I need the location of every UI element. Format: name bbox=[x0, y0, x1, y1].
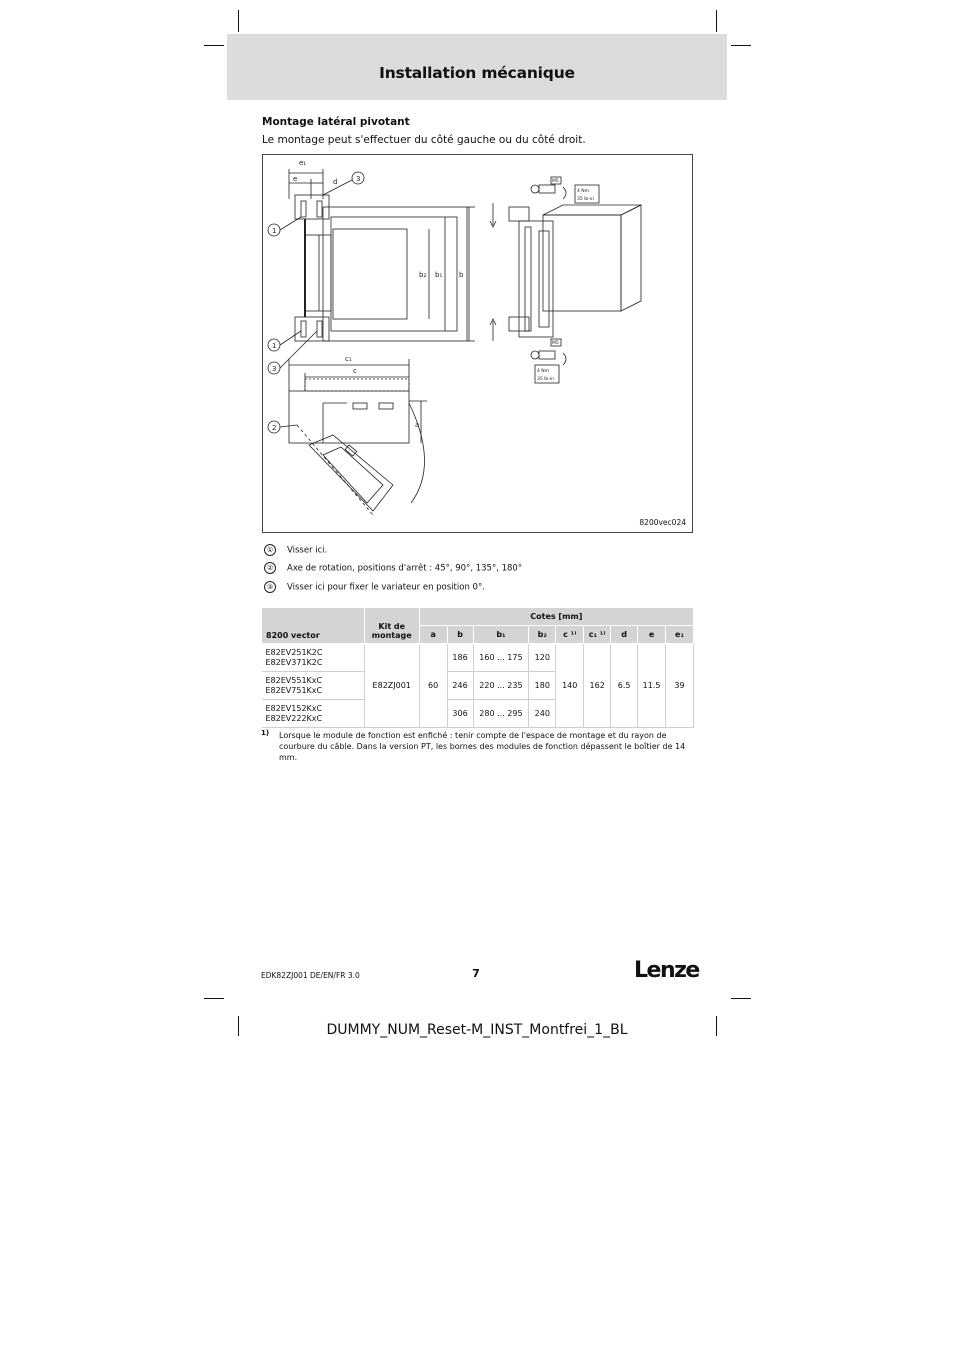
legend-number: ① bbox=[264, 544, 276, 556]
screw-size-bottom: M5 bbox=[552, 340, 559, 346]
header-model: 8200 vector bbox=[261, 607, 365, 644]
torque-lbin-bottom: 35 lb-in bbox=[537, 376, 554, 382]
top-view-body bbox=[288, 390, 410, 444]
header-b2: b₂ bbox=[528, 625, 557, 644]
callout-1-top-number: 1 bbox=[272, 227, 276, 235]
table-row: E82EV152KxC E82EV222KxC 306 280 ... 295 … bbox=[261, 699, 694, 728]
dim-c1-label: c₁ bbox=[345, 355, 352, 363]
rotation-arc bbox=[408, 402, 425, 504]
dimensions-table: 8200 vector Kit de montage Cotes [mm] a … bbox=[261, 607, 695, 728]
screw-bottom bbox=[538, 350, 556, 360]
dim-b-label: b bbox=[459, 271, 464, 279]
b-cell: 246 bbox=[446, 671, 474, 700]
header-d: d bbox=[610, 625, 639, 644]
b2-cell: 120 bbox=[528, 643, 557, 672]
screw-size-top: M5 bbox=[552, 178, 559, 184]
b1-cell: 160 ... 175 bbox=[472, 643, 530, 672]
e1-cell: 39 bbox=[665, 643, 694, 728]
brand-logo: Lenze bbox=[634, 958, 700, 983]
b1-cell: 280 ... 295 bbox=[472, 699, 530, 728]
crop-mark bbox=[204, 45, 224, 46]
header-c1: c₁ ¹⁾ bbox=[583, 625, 612, 644]
crop-mark bbox=[716, 1016, 717, 1036]
c1-cell: 162 bbox=[583, 643, 612, 728]
dim-e-label: e bbox=[293, 175, 297, 183]
c-cell: 140 bbox=[555, 643, 585, 728]
model-cell: E82EV152KxC E82EV222KxC bbox=[261, 699, 365, 728]
page-number: 7 bbox=[472, 967, 480, 980]
bottom-bracket bbox=[294, 316, 330, 342]
crop-mark bbox=[731, 998, 751, 999]
legend-item: ③ Visser ici pour fixer le variateur en p… bbox=[264, 581, 485, 593]
d-cell: 6.5 bbox=[610, 643, 639, 728]
page-title: Installation mécanique bbox=[379, 64, 575, 82]
torque-nm-bottom: 4 Nm bbox=[537, 368, 549, 374]
intro-text: Le montage peut s'effectuer du côté gauc… bbox=[262, 134, 586, 146]
b2-cell: 240 bbox=[528, 699, 557, 728]
mounting-figure: e₁ e d b b₁ b₂ c₁ c a 1 3 1 3 2 M5 M5 4 … bbox=[262, 154, 693, 533]
device-inner bbox=[332, 228, 408, 320]
callout-1-bottom-number: 1 bbox=[272, 342, 276, 350]
crop-mark bbox=[731, 45, 751, 46]
model-cell: E82EV251K2C E82EV371K2C bbox=[261, 643, 365, 672]
dim-c-label: c bbox=[353, 367, 357, 375]
legend-item: ① Visser ici. bbox=[264, 544, 327, 556]
header-c: c ¹⁾ bbox=[555, 625, 585, 644]
header-b1: b₁ bbox=[472, 625, 530, 644]
crop-mark bbox=[238, 10, 239, 32]
screw-top bbox=[538, 184, 556, 194]
e-cell: 11.5 bbox=[637, 643, 667, 728]
legend-text: Visser ici pour fixer le variateur en po… bbox=[287, 582, 485, 593]
header-b: b bbox=[446, 625, 474, 644]
rotated-device bbox=[308, 434, 394, 512]
b2-cell: 180 bbox=[528, 671, 557, 700]
dim-b2-label: b₂ bbox=[419, 271, 426, 279]
footnote-text: Lorsque le module de fonction est enfich… bbox=[279, 731, 686, 762]
callout-3-top bbox=[351, 171, 365, 185]
section-heading: Montage latéral pivotant bbox=[262, 116, 410, 128]
crop-mark bbox=[716, 10, 717, 32]
dim-e1-label: e₁ bbox=[299, 159, 306, 167]
b-cell: 186 bbox=[446, 643, 474, 672]
callout-3-top-number: 3 bbox=[356, 175, 360, 183]
device-outer bbox=[322, 206, 468, 342]
legend-item: ② Axe de rotation, positions d'arrêt : 45… bbox=[264, 562, 522, 574]
legend-number: ③ bbox=[264, 581, 276, 593]
header-group: Cotes [mm] bbox=[418, 607, 695, 626]
legend-number: ② bbox=[264, 562, 276, 574]
header-kit: Kit de montage bbox=[363, 607, 420, 644]
callout-2-number: 2 bbox=[272, 424, 276, 432]
crop-mark bbox=[238, 1016, 239, 1036]
dim-a-label: a bbox=[415, 421, 419, 429]
header-e1: e₁ bbox=[665, 625, 694, 644]
footnote-mark: 1) bbox=[261, 729, 270, 737]
figure-reference: 8200vec024 bbox=[639, 518, 686, 527]
legend-text: Visser ici. bbox=[287, 545, 328, 556]
header-a: a bbox=[418, 625, 448, 644]
torque-nm-top: 4 Nm bbox=[577, 188, 589, 194]
kit-cell: E82ZJ001 bbox=[363, 643, 420, 728]
table-row: E82EV551KxC E82EV751KxC 246 220 ... 235 … bbox=[261, 671, 694, 700]
legend-text: Axe de rotation, positions d'arrêt : 45°… bbox=[287, 563, 523, 574]
document-id: EDK82ZJ001 DE/EN/FR 3.0 bbox=[261, 971, 360, 980]
torque-lbin-top: 35 lb-in bbox=[577, 196, 594, 202]
file-name-label: DUMMY_NUM_Reset-M_INST_Montfrei_1_BL bbox=[326, 1022, 628, 1038]
crop-mark bbox=[204, 998, 224, 999]
dim-d-label: d bbox=[333, 178, 337, 186]
b1-cell: 220 ... 235 bbox=[472, 671, 530, 700]
dim-b1-label: b₁ bbox=[435, 271, 442, 279]
model-cell: E82EV551KxC E82EV751KxC bbox=[261, 671, 365, 700]
header-band bbox=[227, 34, 727, 100]
mounting-drawing: e₁ e d b b₁ b₂ c₁ c a 1 3 1 3 2 M5 M5 4 … bbox=[267, 159, 642, 516]
header-e: e bbox=[637, 625, 667, 644]
a-cell: 60 bbox=[418, 643, 448, 728]
callout-3-bottom-number: 3 bbox=[272, 365, 276, 373]
b-cell: 306 bbox=[446, 699, 474, 728]
iso-device bbox=[542, 214, 622, 312]
table-row: E82EV251K2C E82EV371K2C E82ZJ001 60 186 … bbox=[261, 643, 694, 728]
